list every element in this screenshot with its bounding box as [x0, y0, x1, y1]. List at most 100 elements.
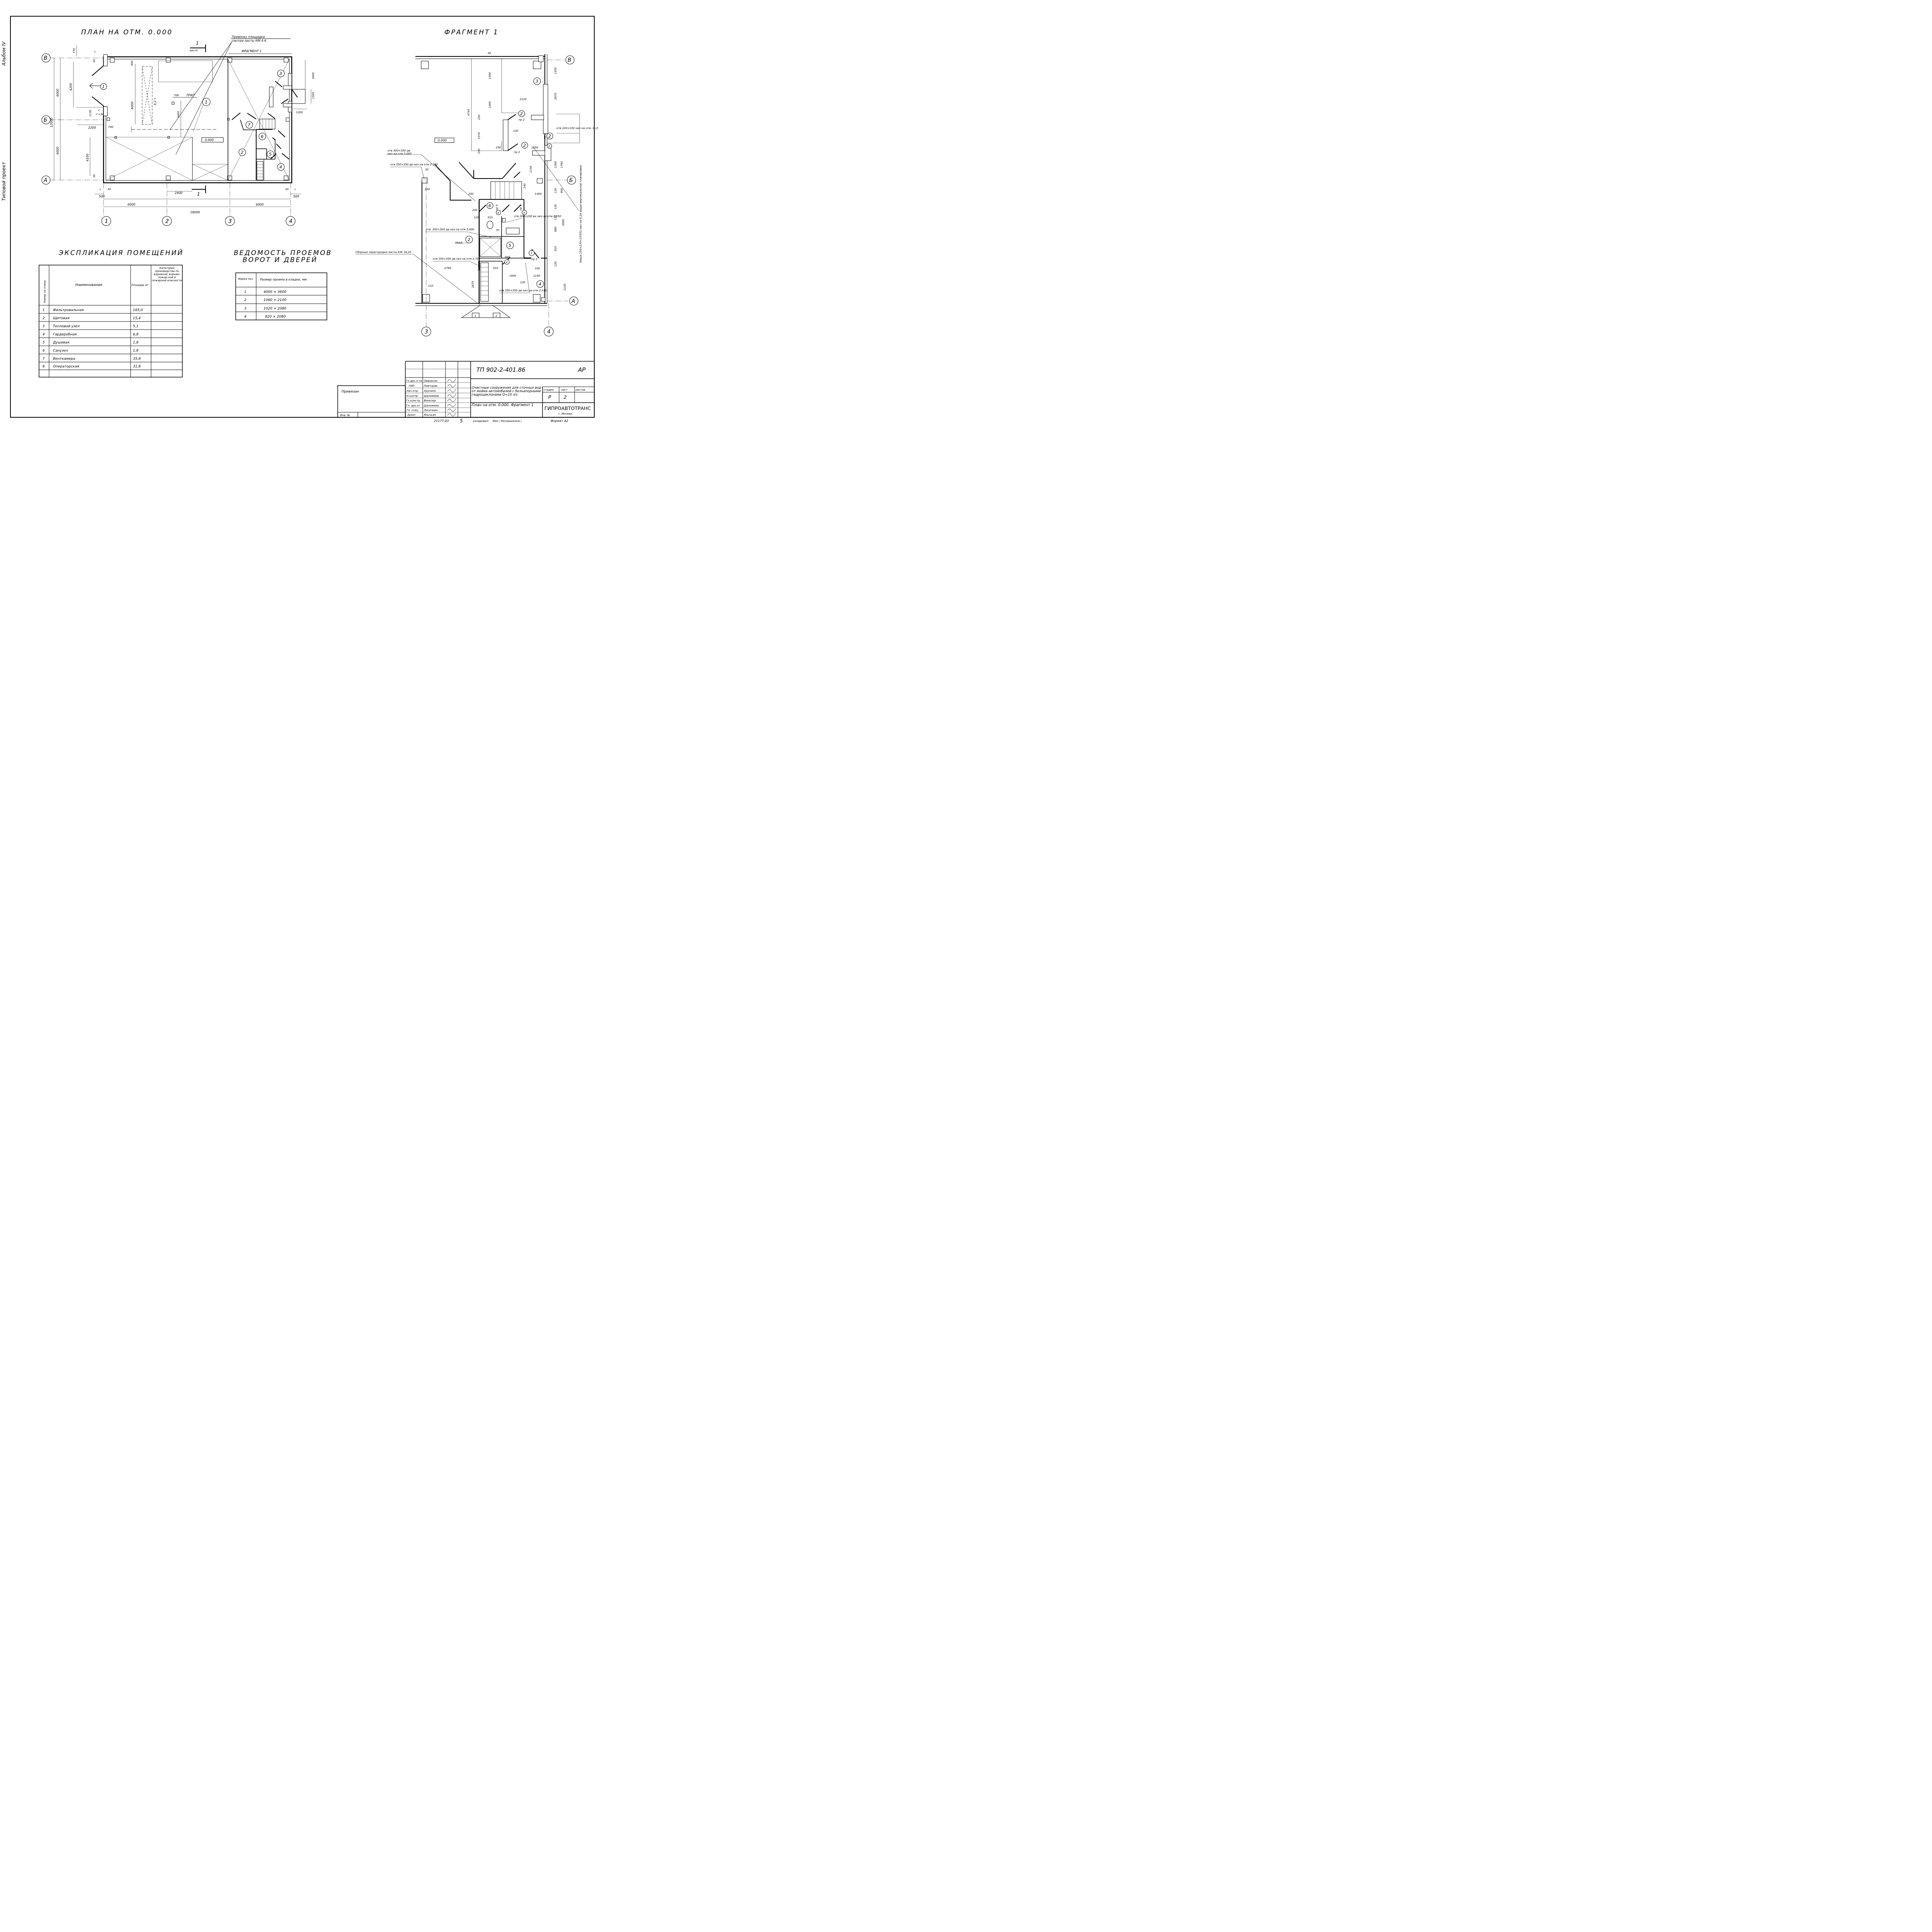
- frag-door-pr2b: пр 2: [514, 151, 520, 154]
- fragment-label: ФРАГМЕНТ 1: [242, 49, 262, 53]
- fragment-doors: [435, 114, 547, 264]
- plan-inner-wall: [106, 59, 289, 180]
- fragment-leaders: [355, 133, 580, 305]
- fragment-rooms: [450, 170, 531, 303]
- tb-name-4: Шаломеев: [424, 395, 439, 398]
- svg-text:1760: 1760: [560, 161, 563, 168]
- expl-r4-area: 6,8: [133, 333, 139, 337]
- frag-room-2c: 2: [548, 134, 551, 139]
- frag-door-pr3: пр 3: [531, 258, 537, 261]
- plan-elevation: 0.000: [205, 138, 214, 142]
- expl-r8-area: 31,8: [133, 365, 141, 369]
- expl-r1-area: 165,0: [133, 308, 143, 312]
- tb-copied-name: Мих / Мотрюшкина /: [493, 420, 522, 423]
- svg-text:230: 230: [472, 209, 478, 212]
- frag-elevation-box: [435, 138, 454, 143]
- gate-leaf-1: [92, 66, 104, 76]
- svg-text:110: 110: [428, 284, 434, 287]
- plan-axis-col-1: 1: [105, 218, 108, 224]
- plan-axis-row-V: В: [44, 55, 48, 61]
- gate-arrow: [90, 83, 101, 88]
- svg-text:250: 250: [478, 148, 481, 154]
- svg-text:910: 910: [554, 246, 557, 251]
- frag-axis-col-3: 3: [425, 329, 428, 335]
- tb-signatures: [447, 379, 456, 416]
- explication-table: ЭКСПЛИКАЦИЯ ПОМЕЩЕНИЙ Номер по плану Наи…: [39, 248, 184, 377]
- svg-text:70: 70: [496, 229, 499, 232]
- plan-crane: [106, 59, 289, 180]
- trap-label: ТРАП: [186, 94, 194, 97]
- expl-r7-area: 35,8: [133, 357, 141, 361]
- expl-r4-name: Гардеробная: [53, 333, 77, 337]
- plan-note-line2: смотри листы КМ 4-6: [232, 39, 266, 43]
- frag-axis-row-A: А: [571, 298, 575, 304]
- tb-name-8: Язычьян: [423, 413, 436, 417]
- tb-role-7: Гл. спец: [406, 409, 418, 412]
- svg-text:240: 240: [523, 183, 526, 189]
- svg-text:1150: 1150: [529, 166, 532, 173]
- sheet-frame: [10, 16, 594, 417]
- tb-sheets-h: листов: [575, 388, 585, 391]
- svg-text:120: 120: [474, 216, 479, 219]
- plan-outer-wall: [104, 57, 292, 183]
- drawing-sheet: Альбом IV Типовой проект ПЛАН НА ОТМ. 0.…: [1, 0, 598, 423]
- section-arrow-top: [190, 44, 206, 52]
- svg-text:50: 50: [488, 52, 491, 55]
- svg-text:1150: 1150: [533, 274, 540, 277]
- expl-r2-area: 15,4: [133, 316, 141, 320]
- plan-room-7: 7: [248, 122, 250, 128]
- plan-note-line1: Привязку площадки: [232, 35, 265, 39]
- project-type-label: Типовой проект: [1, 162, 7, 201]
- open-r3-mark: 3: [244, 307, 247, 311]
- tb-name-3: Хрупало: [423, 389, 436, 393]
- plan-room-6: 6: [261, 134, 264, 139]
- dim-left-2200: 2200: [88, 126, 96, 129]
- dim-bot-30a: 30: [107, 188, 111, 191]
- plan-axes: [50, 58, 291, 216]
- fragment-door-bubbles: [496, 144, 552, 264]
- dim-bot-500b: 500: [293, 195, 299, 198]
- expl-r6-area: 1,8: [133, 349, 139, 353]
- open-r2-size: 1060 × 2100: [264, 298, 286, 302]
- frag-note-7: отв 350×350 дв низ на отм 2.430: [499, 289, 547, 292]
- dim-bot-6000b: 6000: [256, 203, 264, 206]
- tb-name-7: Лисичкин: [423, 409, 438, 412]
- main-plan: ПЛАН НА ОТМ. 0.000 Привязку площадки смо…: [42, 29, 315, 226]
- frag-door-pr2a: пр 2: [519, 118, 525, 121]
- expl-r2-num: 2: [43, 316, 45, 320]
- open-r3-size: 1020 × 2080: [264, 307, 286, 311]
- dim-inner-900: 900: [131, 60, 134, 66]
- dim-inner-1500: 1500: [312, 92, 315, 99]
- gate-leaf-2: [92, 97, 104, 106]
- plan-dim-lines: [54, 46, 311, 207]
- dim-left-12000: 12000: [50, 118, 53, 128]
- tb-role-1: Гл.арх.н-та: [406, 379, 422, 383]
- dim-inner-6000: 6000: [131, 102, 134, 109]
- frag-doorbub-1: 4: [497, 211, 499, 214]
- dim-inner-3000: 3000: [312, 72, 315, 79]
- svg-text:130: 130: [554, 204, 557, 209]
- frag-doorbub-3: 4: [506, 261, 507, 264]
- tb-bound: Привязан: [342, 390, 359, 394]
- tb-inv: Инв. №: [340, 414, 350, 417]
- svg-text:3000: 3000: [562, 219, 565, 226]
- expl-r5-name: Душевая: [53, 341, 70, 345]
- frag-doorbub-2: 4: [523, 211, 525, 214]
- svg-text:910: 910: [488, 216, 493, 219]
- trap-dim: 700: [174, 94, 179, 97]
- expl-h-num: Номер по плану: [43, 280, 46, 303]
- dim-bot-2400: 2400: [175, 191, 182, 195]
- dim-left-6000a: 6000: [56, 89, 60, 97]
- svg-text:1830: 1830: [531, 146, 538, 149]
- frag-note-1b: низ на отм 3.000: [388, 152, 412, 155]
- tb-names: Ованесян Пивторак Хрупало Шаломеев Винкл…: [423, 379, 439, 417]
- svg-text:2120: 2120: [520, 98, 527, 101]
- tb-role-3: Нач.отд.: [406, 389, 418, 393]
- section-mark-bottom: 1: [197, 191, 200, 197]
- svg-text:1400: 1400: [535, 192, 542, 196]
- svg-text:1000: 1000: [488, 101, 492, 108]
- expl-r6-name: Санузел: [53, 349, 68, 353]
- openings-title-1: ВЕДОМОСТЬ ПРОЕМОВ: [234, 249, 332, 257]
- frag-door-pr1: пр 1: [543, 133, 546, 139]
- album-label: Альбом IV: [1, 41, 7, 66]
